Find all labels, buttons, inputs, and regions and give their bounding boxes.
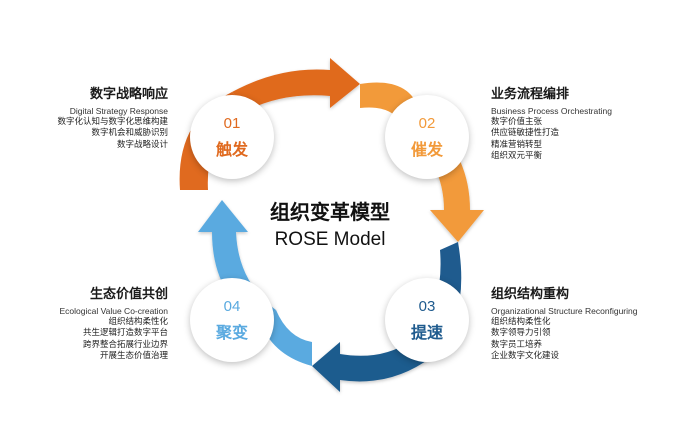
stage-node-01: 01 触发	[190, 95, 274, 179]
stage-subtitle-en: Business Process Orchestrating	[491, 105, 612, 116]
stage-number: 02	[418, 115, 436, 132]
stage-title: 生态价值共创	[89, 287, 168, 302]
stage-item: 数字战略设计	[116, 139, 168, 150]
stage-desc-04: 生态价值共创 Ecological Value Co-creation 组织结构…	[20, 286, 168, 363]
stage-item: 数字员工培养	[491, 339, 543, 350]
stage-item: 开展生态价值治理	[99, 351, 168, 362]
stage-node-04: 04 聚变	[190, 278, 274, 362]
stage-item: 数字化认知与数字化思维构建	[57, 117, 168, 128]
stage-subtitle-en: Digital Strategy Response	[69, 105, 168, 116]
stage-number: 04	[223, 298, 241, 315]
stage-name: 触发	[215, 142, 248, 159]
stage-item: 数字领导力引领	[491, 328, 551, 339]
stage-number: 01	[223, 115, 241, 132]
stage-item: 跨界整合拓展行业边界	[82, 339, 168, 350]
stage-title: 业务流程编排	[491, 87, 570, 102]
stage-item: 供应链敏捷性打造	[491, 128, 560, 139]
stage-item: 组织结构柔性化	[108, 317, 168, 328]
arrow-trigger-to-catalyze	[232, 58, 360, 110]
stage-item: 精准营销转型	[491, 139, 543, 150]
stage-item: 数字价值主张	[491, 117, 543, 128]
stage-name: 聚变	[215, 325, 248, 342]
stage-item: 组织双元平衡	[491, 151, 543, 162]
model-title: 组织变革模型 ROSE Model	[230, 196, 430, 251]
stage-item: 组织结构柔性化	[491, 317, 551, 328]
stage-subtitle-en: Organizational Structure Reconfiguring	[491, 305, 638, 316]
stage-name: 催发	[410, 142, 443, 159]
model-title-cn: 组织变革模型	[270, 200, 390, 224]
segment-fusion	[262, 310, 312, 366]
stage-subtitle-en: Ecological Value Co-creation	[59, 305, 168, 316]
stage-node-03: 03 提速	[385, 278, 469, 362]
stage-desc-02: 业务流程编排 Business Process Orchestrating 数字…	[491, 86, 671, 163]
model-title-en: ROSE Model	[274, 229, 386, 250]
stage-item: 数字机会和威胁识别	[91, 128, 168, 139]
stage-title: 组织结构重构	[491, 287, 570, 302]
stage-title: 数字战略响应	[89, 87, 168, 102]
stage-item: 企业数字文化建设	[491, 351, 560, 362]
stage-desc-01: 数字战略响应 Digital Strategy Response 数字化认知与数…	[20, 86, 168, 151]
stage-node-02: 02 催发	[385, 95, 469, 179]
stage-desc-03: 组织结构重构 Organizational Structure Reconfig…	[491, 286, 676, 363]
stage-item: 共生逻辑打造数字平台	[82, 328, 168, 339]
stage-number: 03	[418, 298, 436, 315]
stage-name: 提速	[410, 325, 443, 342]
